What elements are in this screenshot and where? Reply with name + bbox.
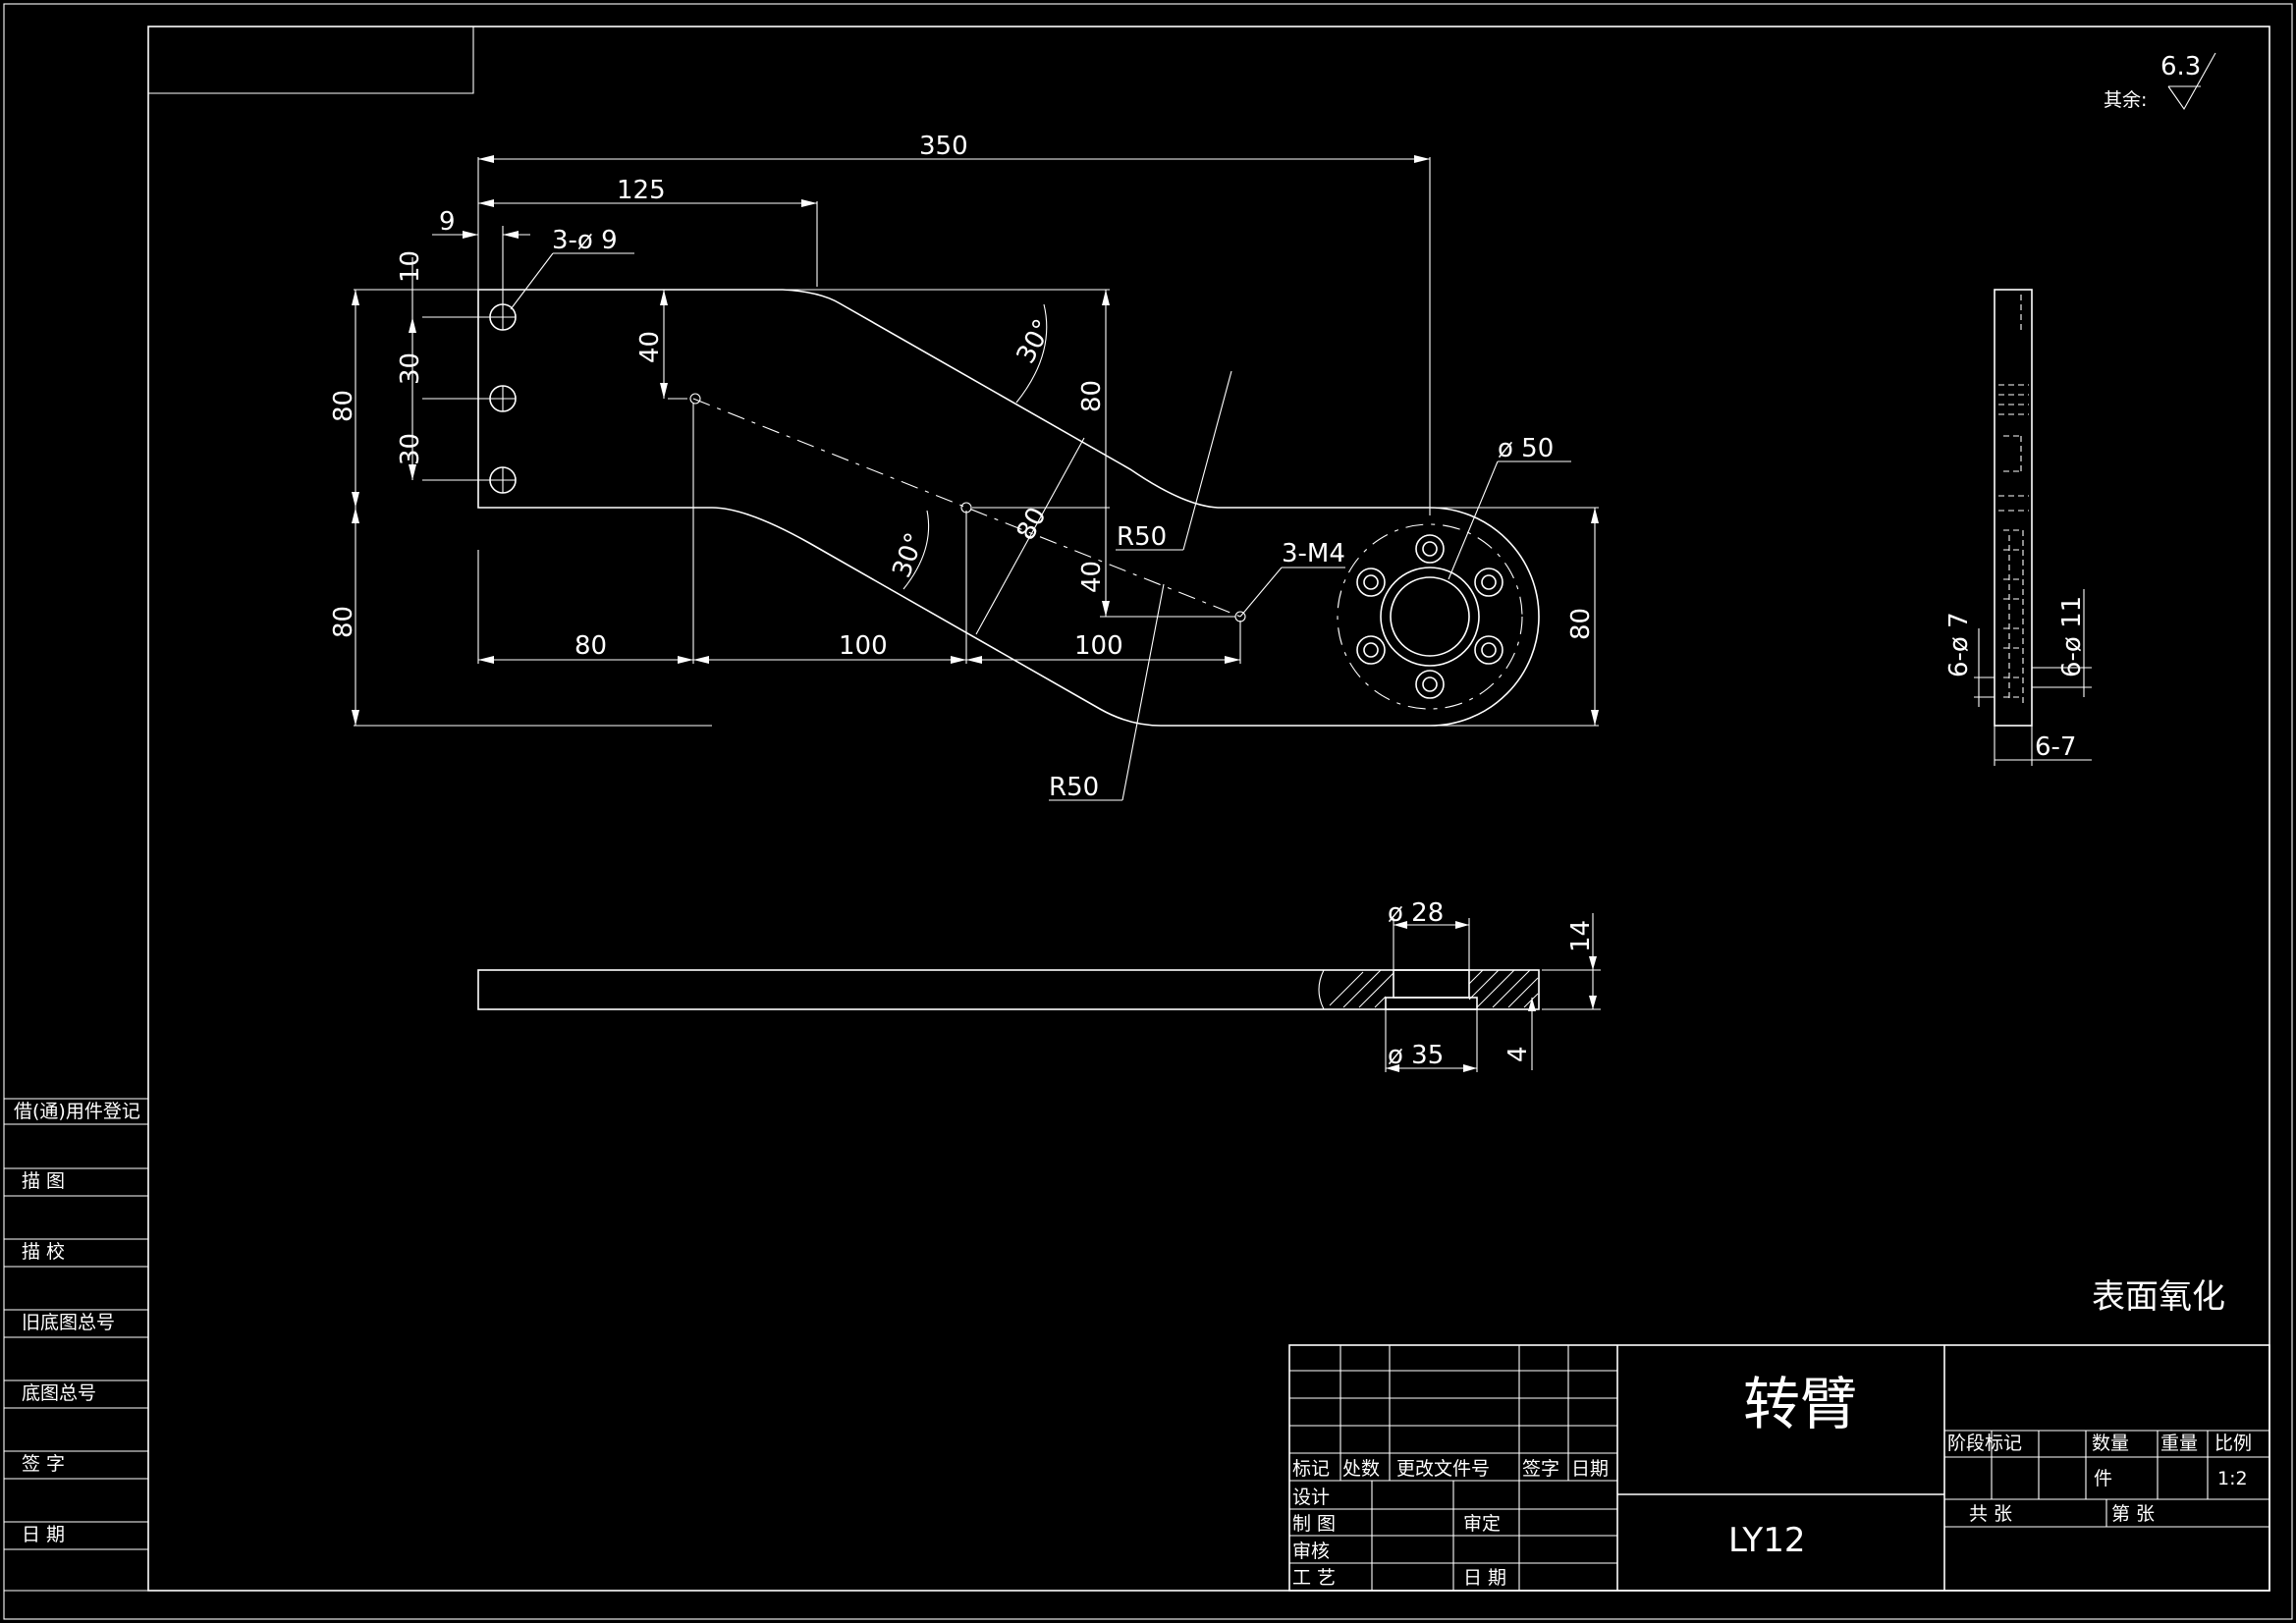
sign-row-0: 设计 <box>1292 1487 1330 1508</box>
rev-header-docno: 更改文件号 <box>1396 1458 1490 1480</box>
section-view: ø 28 14 ø 35 4 <box>477 898 1601 1072</box>
strip-row-1: 描 图 <box>22 1170 65 1192</box>
sign-row-1: 制 图 <box>1292 1513 1336 1535</box>
dim-30-a: 30 <box>396 352 425 385</box>
dim-80-right: 80 <box>1566 608 1596 640</box>
info-header-scale: 比例 <box>2214 1433 2252 1454</box>
material: LY12 <box>1728 1521 1805 1560</box>
sign-row-3: 工 艺 <box>1292 1567 1336 1589</box>
rev-header-date: 日期 <box>1571 1458 1609 1480</box>
qty-unit: 件 <box>2094 1468 2112 1489</box>
info-header-stage: 阶段标记 <box>1947 1433 2022 1454</box>
strip-row-3: 旧底图总号 <box>22 1312 115 1333</box>
dim-40-mid: 40 <box>1077 561 1107 593</box>
dim-phi-35: ø 35 <box>1388 1041 1444 1070</box>
dim-6-phi-7: 6-ø 7 <box>1944 612 1974 677</box>
outer-border <box>3 3 2293 1620</box>
rev-header-count: 处数 <box>1342 1458 1380 1480</box>
dim-80-bottom: 80 <box>574 631 607 661</box>
dim-3-m4: 3-M4 <box>1282 539 1345 568</box>
info-header-qty: 数量 <box>2092 1433 2129 1454</box>
hub-bore-28 <box>1390 576 1470 657</box>
dim-80-left-top: 80 <box>329 390 358 422</box>
inner-frame <box>147 26 2270 1592</box>
dim-phi-28: ø 28 <box>1388 898 1444 928</box>
title-block: 转臂 LY12 标记 处数 更改文件号 签字 日期 设计 制 图 审定 审核 工… <box>1288 1344 2270 1592</box>
front-view: 350 125 9 3-ø 9 10 30 30 80 80 40 30° 80… <box>329 132 1599 802</box>
bolt-circle <box>1337 523 1523 710</box>
sheets-total: 共 张 <box>1969 1503 2012 1525</box>
strip-row-4: 底图总号 <box>22 1382 96 1404</box>
top-left-code-box <box>148 27 474 94</box>
hub-bore-35 <box>1380 567 1480 667</box>
dim-350: 350 <box>919 132 968 161</box>
dim-3-holes: 3-ø 9 <box>552 226 618 255</box>
dim-6-phi-11: 6-ø 11 <box>2057 596 2087 677</box>
dim-angle-top: 30° <box>1011 315 1059 369</box>
part-name: 转臂 <box>1743 1371 1857 1437</box>
rev-header-sign: 签字 <box>1522 1458 1559 1480</box>
dim-80-left-bottom: 80 <box>329 606 358 638</box>
dim-100-b: 100 <box>1074 631 1123 661</box>
scale-value: 1:2 <box>2217 1468 2248 1489</box>
dim-phi-50: ø 50 <box>1498 434 1554 463</box>
roughness-symbol: 其余: 6.3 <box>2104 52 2216 111</box>
dim-10: 10 <box>396 250 425 283</box>
sign-row-2: 审核 <box>1292 1541 1330 1562</box>
rev-header-mark: 标记 <box>1292 1458 1330 1480</box>
left-strip <box>4 1098 148 1592</box>
dim-125: 125 <box>617 176 666 205</box>
strip-row-0: 借(通)用件登记 <box>14 1101 140 1122</box>
strip-row-6: 日 期 <box>22 1524 65 1545</box>
strip-row-2: 描 校 <box>22 1241 65 1263</box>
roughness-value: 6.3 <box>2160 52 2201 81</box>
strip-row-5: 签 字 <box>22 1453 65 1475</box>
sheet-number: 第 张 <box>2111 1503 2155 1525</box>
side-view: 6-ø 7 6-ø 11 6-7 <box>1944 289 2092 766</box>
dim-14: 14 <box>1566 920 1596 952</box>
dim-9: 9 <box>439 207 456 237</box>
info-header-weight: 重量 <box>2160 1433 2198 1454</box>
arm-outline <box>477 289 1540 727</box>
surface-treatment-note: 表面氧化 <box>2092 1277 2225 1317</box>
sign-row-1-right: 审定 <box>1463 1513 1501 1535</box>
dim-r50-bottom: R50 <box>1049 773 1099 802</box>
dim-30-b: 30 <box>396 433 425 465</box>
dim-40-top: 40 <box>635 331 665 363</box>
dim-100-a: 100 <box>839 631 888 661</box>
dim-r50-top: R50 <box>1117 522 1167 552</box>
dim-4: 4 <box>1503 1046 1533 1062</box>
dim-angle-bottom: 30° <box>887 529 930 582</box>
roughness-prefix: 其余: <box>2104 89 2147 111</box>
dim-6-7: 6-7 <box>2035 732 2076 762</box>
sign-row-3-right: 日 期 <box>1463 1567 1506 1589</box>
dim-80-mid: 80 <box>1077 380 1107 412</box>
